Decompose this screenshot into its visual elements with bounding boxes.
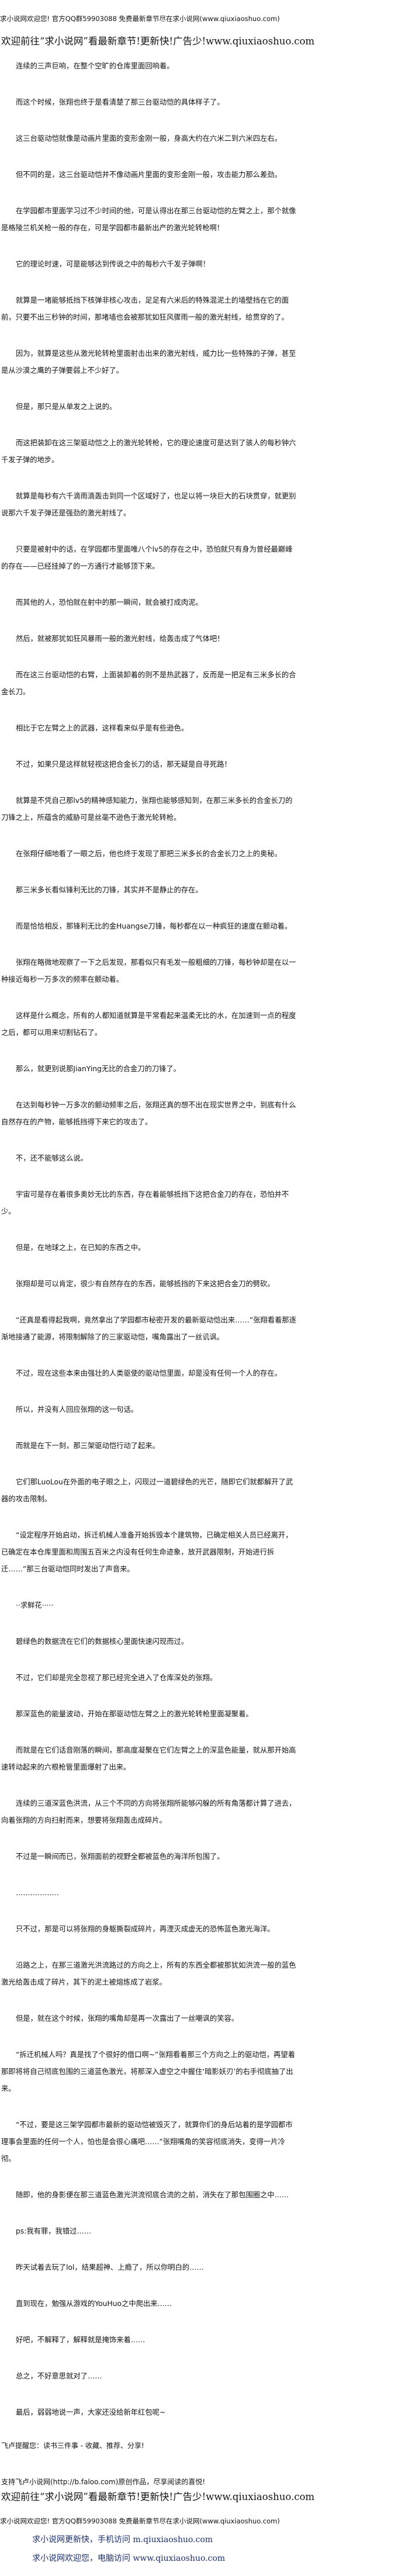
paragraph: 张翔却是可以肯定，很少有自然存在的东西，能够抵挡的下来这把合金刀的劈砍。	[16, 1280, 275, 1288]
paragraph: 不过是一瞬间而已，张翔面前的视野全都被蓝色的海洋所包围了。	[16, 1853, 224, 1861]
footer-welcome-banner: 欢迎前往“求小说网”看最新章节!更新快!广告少!www.qiuxiaoshuo.…	[1, 2491, 315, 2502]
site-notice: 求小说网欢迎您! 官方QQ群59903088 免费最新章节尽在求小说网(www.…	[0, 15, 280, 23]
paragraph: “设定程序开始启动，拆迁机械人准备开始拆毁本个建筑物，已确定相关人员已经离开，已…	[1, 1531, 293, 1573]
paragraph: “拆迁机械人吗？真是找了个很好的借口啊~”张翔看着那三个方向之上的驱动恺，再望着…	[1, 2051, 296, 2093]
desktop-site-link[interactable]: 求小说网欢迎您，电脑访问 www.qiuxiaoshuo.com	[32, 2554, 226, 2563]
paragraph: 这三台驱动恺就像是动画片里面的变形金刚一般，身高大约在六米二到六米四左右。	[16, 134, 282, 143]
paragraph: 好吧，不解释了，解释就是掩饰来着……	[16, 2336, 145, 2344]
faloo-support-text: 支持飞卢小说网(http://b.faloo.com)原创作品，尽享阅读的喜悦!	[1, 2478, 206, 2486]
paragraph: ps:我有罪，我错过……	[16, 2227, 92, 2235]
paragraph: 而在这三台驱动恺的右臂，上面装卸着的则不是热武器了，反而是一把足有三米多长的合金…	[1, 671, 296, 696]
reading-reminder: 飞卢提醒您：读书三件事 - 收藏、推荐、分享!	[1, 2442, 144, 2450]
paragraph: 在学园都市里面学习过不少时间的他，可是认得出在那三台驱动恺的左臂之上，那个就像是…	[1, 207, 296, 232]
paragraph: 不，还不能够这么说。	[16, 1154, 88, 1162]
paragraph: 这样是什么概念，所有的人都知道就算是平常看起来温柔无比的水，在加速到一点的程度之…	[1, 1012, 296, 1037]
paragraph: 随即，他的身影便在那三道蓝色激光洪流彻底合流的之前，消失在了那包围圈之中……	[16, 2191, 289, 2199]
paragraph: 而这把装卸在这三架驱动恺之上的激光轮转枪，它的理论速度可是达到了骇人的每秒钟六千…	[1, 439, 296, 464]
paragraph: 只要是被射中的话，在学园都市里面唯八个lv5的存在之中，恐怕就只有身为曾经最巅峰…	[1, 545, 293, 570]
footer-site-notice: 求小说网欢迎您! 官方QQ群59903088 免费最新章节尽在求小说网(www.…	[0, 2517, 280, 2525]
paragraph: 那深蓝色的能量波动，开始在那驱动恺左臂之上的激光轮转枪里面凝聚着。	[16, 1710, 253, 1718]
paragraph: 不过，它们却是完全忽视了那已经完全进入了仓库深处的张翔。	[16, 1674, 217, 1682]
paragraph: 就算是不凭自己那lv5的精神感知能力，张翔也能够感知到，在那三米多长的合金长刀的…	[1, 797, 293, 822]
paragraph: 而这个时候，张翔也终于是看清楚了那三台驱动恺的具体样子了。	[16, 98, 224, 106]
paragraph: 然后，就被那犹如狂风暴雨一般的激光射线，给轰击成了气体吧！	[16, 635, 224, 643]
paragraph: 不过，现在这些本来由强壮的人类驱使的驱动恺里面，却是没有任何一个人的存在。	[16, 1369, 282, 1377]
paragraph: 而其他的人，恐怕就在射中的那一瞬间，就会被打成肉泥。	[16, 598, 203, 607]
paragraph: “不过，要是这三架学园都市最新的驱动恺被毁灭了，就算你们的身后站着的是学园都市理…	[1, 2121, 293, 2163]
page-footer: 飞卢提醒您：读书三件事 - 收藏、推荐、分享! 支持飞卢小说网(http://b…	[0, 2440, 409, 2576]
paragraph: 只不过，那是可以将张翔的身躯撕裂成碎片，再湮灭成虚无的恐怖蓝色激光海洋。	[16, 1925, 275, 1933]
paragraph: 而就是在它们话音刚落的瞬间，那高度凝聚在它们左臂之上的深蓝色能量，就从那开始高速…	[1, 1746, 296, 1771]
paragraph: 直到现在，勉强从游戏的YouHuo之中爬出来……	[16, 2300, 172, 2308]
paragraph: 相比于它左臂之上的武器，这样看来似乎是有些逊色。	[16, 724, 189, 732]
paragraph: 就算是每秒有六千滴雨滴轰击到同一个区域好了，也足以将一块巨大的石块贯穿，就更别说…	[1, 492, 296, 517]
chapter-body: 连续的三声巨响，在整个空旷的仓库里面回响着。而这个时候，张翔也终于是看清楚了那三…	[1, 58, 298, 2421]
paragraph: 但不同的是，这三台驱动恺并不像动画片里面的变形金刚一般，攻击能力那么差劲。	[16, 171, 282, 179]
paragraph: 它们那LuoLou在外面的电子眼之上，闪现过一道碧绿色的光芒，随即它们就都解开了…	[1, 1478, 293, 1503]
paragraph: 不过，如果只是这样就轻视这把合金长刀的话，那无疑是自寻死路！	[16, 760, 231, 768]
paragraph: 但是，就在这个时候，张翔的嘴角却是再一次露出了一丝嘲讽的笑容。	[16, 2014, 239, 2023]
paragraph: 沿路之上，在那三道激光洪流路过的方向之上，所有的东西全都被那犹如洪流一般的蓝色激…	[1, 1961, 296, 1986]
paragraph: 总之，不好意思就对了……	[16, 2372, 102, 2380]
paragraph: “还真是看得起我啊，竟然拿出了学园都市秘密开发的最新驱动恺出来……”张翔看着那逐…	[1, 1316, 297, 1341]
paragraph: 所以，并没有人回应张翔的这一句话。	[16, 1405, 138, 1414]
paragraph: 宇宙可是存在着很多奥妙无比的东西，存在着能够抵挡下这把合金刀的存在，恐怕并不少。	[1, 1190, 289, 1216]
paragraph: 连续的三声巨响，在整个空旷的仓库里面回响着。	[16, 62, 174, 70]
paragraph: 碧绿色的数据流在它们的数据核心里面快速闪现而过。	[16, 1637, 189, 1646]
paragraph: 它的理论时速，可是能够达到传说之中的每秒六千发子弹啊！	[16, 260, 210, 268]
paragraph: 最后，弱弱地说一声，大家还没给新年红包呢~	[16, 2408, 166, 2416]
paragraph: 在张翔仔细地看了一眼之后，他也终于发现了那把三米多长的合金长刀之上的奥秘。	[16, 850, 282, 858]
paragraph: 昨天试着去玩了lol，结果超神、上瘾了，所以你明白的……	[16, 2263, 204, 2272]
paragraph: 就算是一堵能够抵挡下核弹非核心攻击，足足有六米后的特殊混泥土的墙壁挡在它的面前，…	[1, 296, 289, 321]
paragraph: 在达到每秒钟一万多次的颤动频率之后，张翔还真的想不出在现实世界之中，到底有什么自…	[1, 1101, 296, 1126]
paragraph: 那么，就更别说那JianYing无比的合金刀的刀锋了。	[16, 1065, 181, 1073]
paragraph: 那三米多长看似锋利无比的刀锋，其实并不是静止的存在。	[16, 886, 203, 894]
paragraph: 而是恰恰相反，那锋利无比的金Huangse刀锋，每秒都在以一种疯狂的速度在颤动着…	[16, 922, 292, 930]
mobile-site-link[interactable]: 求小说网更新快，手机访问 m.qiuxiaoshuo.com	[32, 2535, 213, 2544]
paragraph: 而就是在下一刻，那三架驱动恺行动了起来。	[16, 1442, 160, 1450]
site-welcome-banner: 欢迎前往“求小说网”看最新章节!更新快!广告少!www.qiuxiaoshuo.…	[1, 36, 315, 47]
paragraph: 张翔在略微地观察了一下之后发现，那看似只有毛发一般粗细的刀锋，每秒钟却是在以一种…	[1, 958, 296, 984]
paragraph: ………………	[16, 1889, 59, 1897]
paragraph: 连续的三道深蓝色洪流，从三个不同的方向将张翔所能够闪躲的所有角落都计算了进去，向…	[1, 1799, 296, 1824]
paragraph: ··求鲜花·····	[16, 1601, 54, 1609]
paragraph: 但是，那只是从单发之上说的。	[16, 403, 117, 411]
paragraph: 因为，就算是这些从激光轮转枪里面射击出来的激光射线，威力比一些特殊的子弹，甚至是…	[1, 349, 296, 375]
paragraph: 但是，在地球之上，在已知的东西之中。	[16, 1244, 145, 1252]
